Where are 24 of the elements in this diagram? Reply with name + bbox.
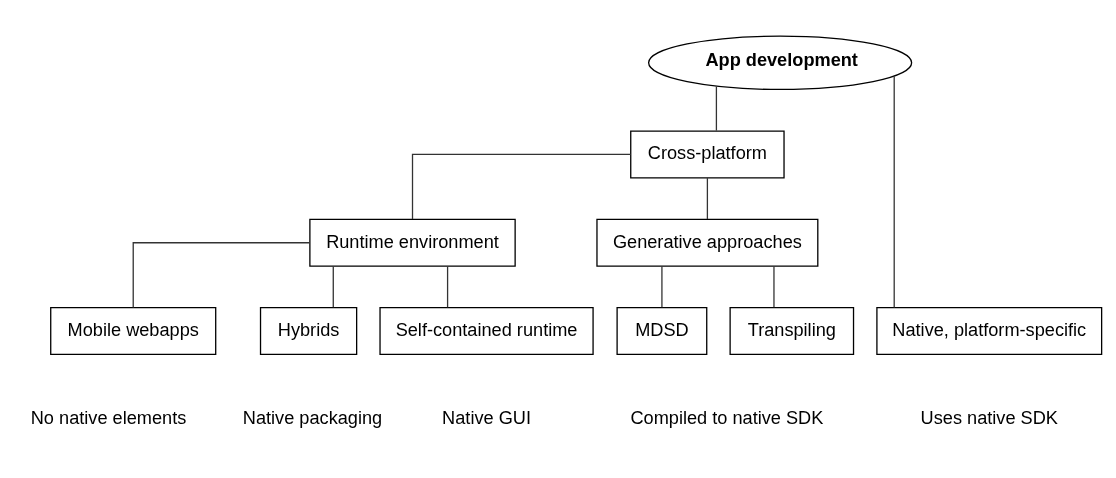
label: Native packaging xyxy=(242,407,383,428)
node-box: Cross-platform xyxy=(630,129,785,178)
label: No native elements xyxy=(30,407,187,428)
connector xyxy=(773,265,775,308)
connector xyxy=(446,265,449,308)
node-box: Transpiling xyxy=(729,306,855,355)
node-box: Hybrids xyxy=(259,306,358,355)
node-box: Generative approaches xyxy=(596,218,819,267)
label: Native GUI xyxy=(442,407,531,428)
connector xyxy=(332,265,334,308)
node-box: Native, platform-specific xyxy=(876,306,1103,355)
node-box: MDSD xyxy=(616,306,708,355)
connector xyxy=(893,74,895,308)
node-ellipse: App development xyxy=(648,35,913,90)
label: Uses native SDK xyxy=(920,407,1058,428)
node-box: Self-contained runtime xyxy=(379,306,594,355)
connector xyxy=(132,241,311,308)
connector xyxy=(715,85,718,131)
connector xyxy=(706,176,709,220)
node-box: Mobile webapps xyxy=(50,306,217,355)
node-box: Runtime environment xyxy=(309,218,516,267)
label: Compiled to native SDK xyxy=(630,407,824,428)
connector xyxy=(411,153,632,220)
connector xyxy=(661,265,663,308)
